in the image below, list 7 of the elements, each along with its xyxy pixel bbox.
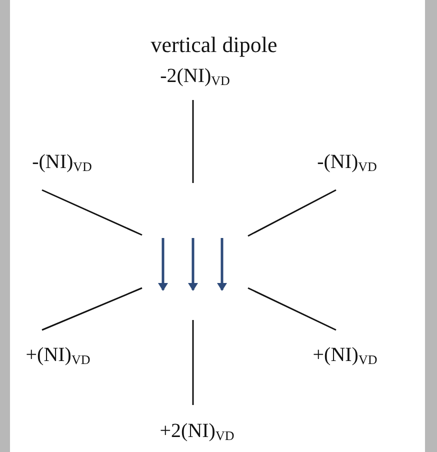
diagram-title: vertical dipole: [150, 32, 278, 58]
current-label: +(NI)$_{VD}$: [26, 344, 90, 368]
current-label: -(NI)$_{VD}$: [317, 151, 377, 175]
current-label: -2(NI)$_{VD}$: [160, 65, 230, 89]
current-label: -(NI)$_{VD}$: [32, 151, 92, 175]
current-label: +2(NI)$_{VD}$: [160, 420, 234, 444]
current-label: +(NI)$_{VD}$: [312, 344, 378, 368]
